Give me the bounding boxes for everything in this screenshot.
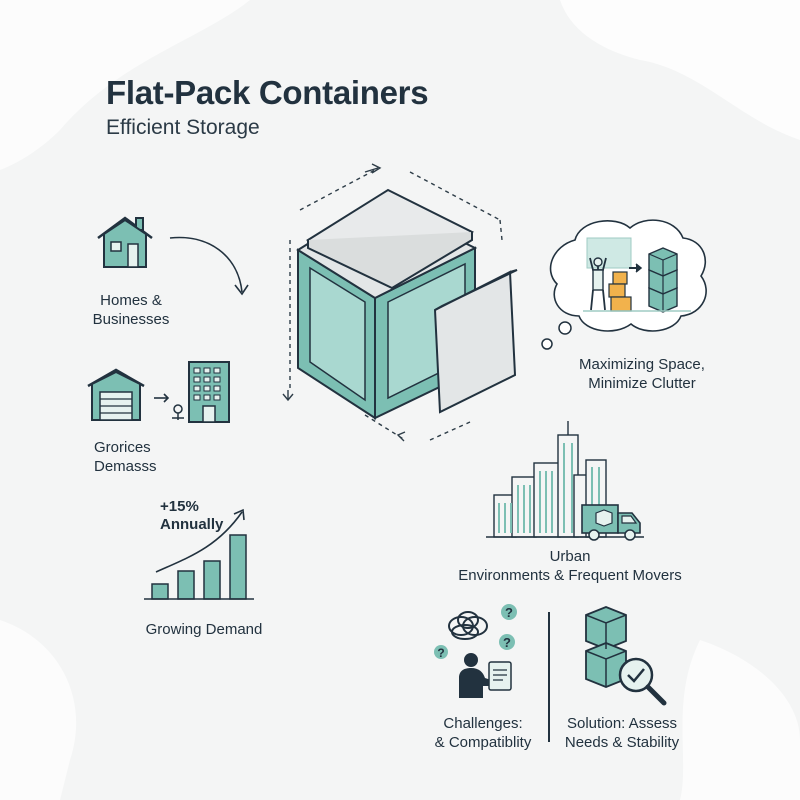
growth-bar — [151, 583, 169, 600]
flat-pack-container-icon — [282, 163, 518, 442]
section-divider — [548, 612, 550, 742]
growth-bar — [203, 560, 221, 600]
solution-label: Solution: Assess Needs & Stability — [564, 715, 680, 751]
bar-chart-icon — [144, 508, 254, 600]
question-mark-3: ? — [437, 646, 444, 660]
challenges-label: Challenges: & Compatiblity — [434, 715, 532, 751]
question-mark-2: ? — [503, 635, 511, 650]
urban-label: Urban Environments & Frequent Movers — [458, 548, 682, 584]
growth-stat: +15% Annually — [160, 498, 224, 533]
page-subtitle: Efficient Storage — [106, 116, 260, 139]
growth-label: Growing Demand — [145, 621, 263, 638]
page-title: Flat-Pack Containers — [106, 74, 429, 111]
house-icon — [97, 216, 153, 268]
confused-person-icon: ? ? ? — [434, 604, 517, 698]
homes-label: Homes & Businesses — [92, 292, 170, 328]
stacked-cubes-magnifier-icon — [585, 606, 667, 706]
curved-arrow-icon — [169, 236, 249, 296]
services-label: Grorices Demasss — [94, 439, 157, 475]
growth-bar — [177, 570, 195, 600]
city-truck-icon — [486, 421, 644, 541]
thought-bubble-icon — [541, 219, 707, 350]
space-label: Maximizing Space, Minimize Clutter — [579, 356, 705, 392]
growth-bar — [229, 534, 247, 600]
garage-office-icon — [87, 361, 230, 423]
question-mark-1: ? — [505, 605, 513, 620]
